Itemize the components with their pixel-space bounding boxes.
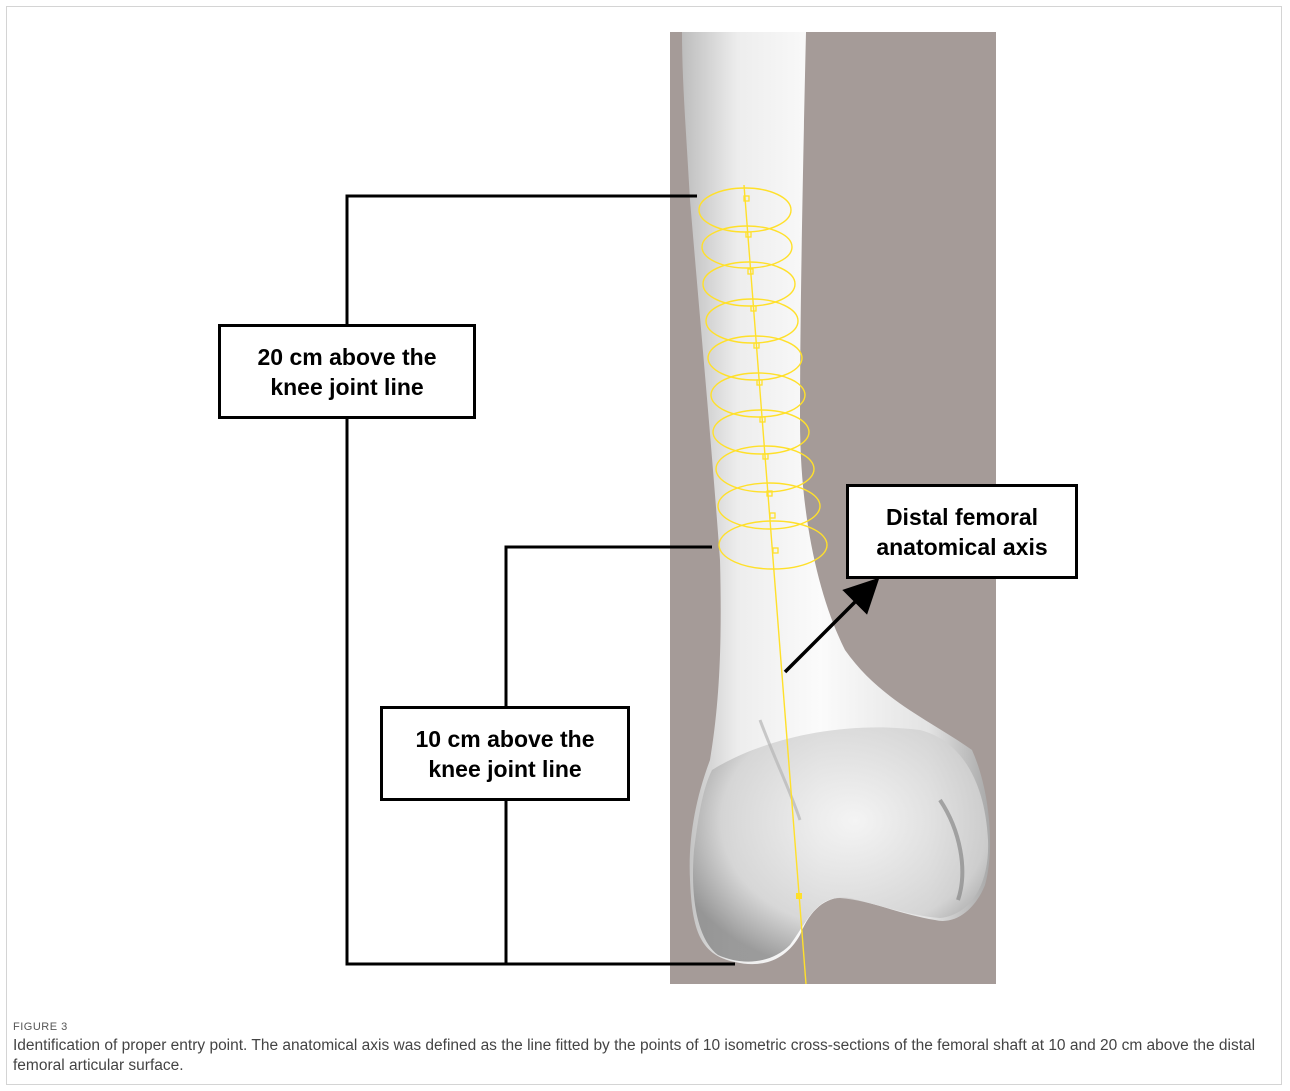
callout-20cm-line2: knee joint line (258, 372, 437, 402)
callout-axis-line1: Distal femoral (876, 502, 1047, 532)
figure-label: FIGURE 3 (13, 1021, 68, 1033)
callout-20cm-line1: 20 cm above the (258, 342, 437, 372)
callout-10cm: 10 cm above the knee joint line (380, 706, 630, 801)
callout-anatomical-axis: Distal femoral anatomical axis (846, 484, 1078, 579)
callout-10cm-line2: knee joint line (416, 754, 595, 784)
axis-distal-point (796, 893, 802, 899)
callout-axis-line2: anatomical axis (876, 532, 1047, 562)
callout-10cm-line1: 10 cm above the (416, 724, 595, 754)
callout-20cm: 20 cm above the knee joint line (218, 324, 476, 419)
figure-caption: Identification of proper entry point. Th… (13, 1036, 1275, 1075)
